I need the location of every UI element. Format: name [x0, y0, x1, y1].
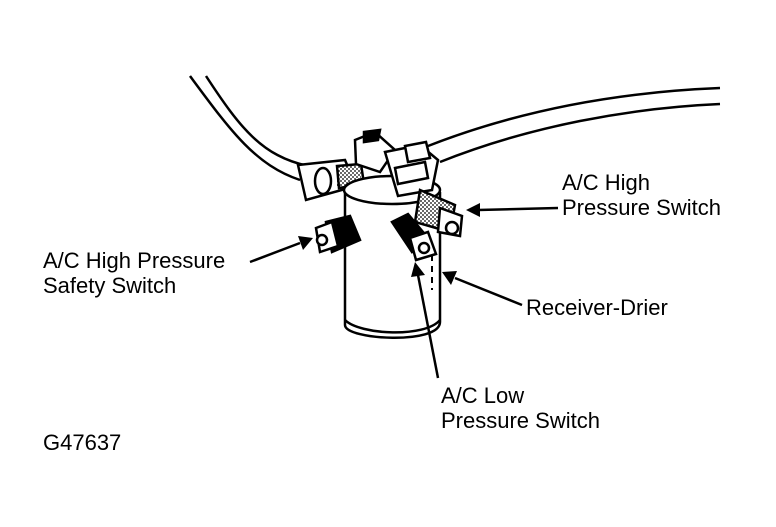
label-high-pressure-safety-switch: A/C High Pressure Safety Switch: [43, 248, 225, 298]
label-receiver-drier: Receiver-Drier: [526, 295, 668, 320]
label-high-pressure-switch: A/C High Pressure Switch: [562, 170, 721, 220]
top-fitting-block: [353, 128, 440, 198]
label-line: A/C High Pressure: [43, 248, 226, 273]
label-low-pressure-switch: A/C Low Pressure Switch: [441, 383, 600, 433]
figure-id: G47637: [43, 430, 121, 455]
high-pressure-safety-switch: [314, 214, 362, 254]
label-line: Pressure Switch: [562, 195, 721, 220]
arrowhead-safety-switch: [298, 236, 313, 250]
arrowhead-low-pressure-switch: [411, 262, 425, 277]
high-pressure-switch: [413, 188, 464, 238]
label-line: A/C High: [562, 170, 651, 195]
arrow-safety-switch: [249, 241, 301, 264]
label-line: Receiver-Drier: [526, 295, 668, 320]
low-pressure-switch: [390, 212, 438, 262]
arrowhead-high-pressure-switch: [466, 203, 480, 217]
arrow-receiver-drier: [454, 276, 523, 307]
leader-arrows: [249, 203, 559, 379]
arrow-high-pressure-switch: [477, 206, 559, 212]
arrow-low-pressure-switch: [416, 274, 440, 379]
label-line: A/C Low: [441, 383, 525, 408]
figure-id-text: G47637: [43, 430, 122, 455]
left-hose: [188, 75, 309, 182]
right-hose: [427, 86, 721, 164]
arrowhead-receiver-drier: [442, 271, 457, 285]
label-line: Pressure Switch: [441, 408, 600, 433]
label-line: Safety Switch: [43, 273, 177, 298]
